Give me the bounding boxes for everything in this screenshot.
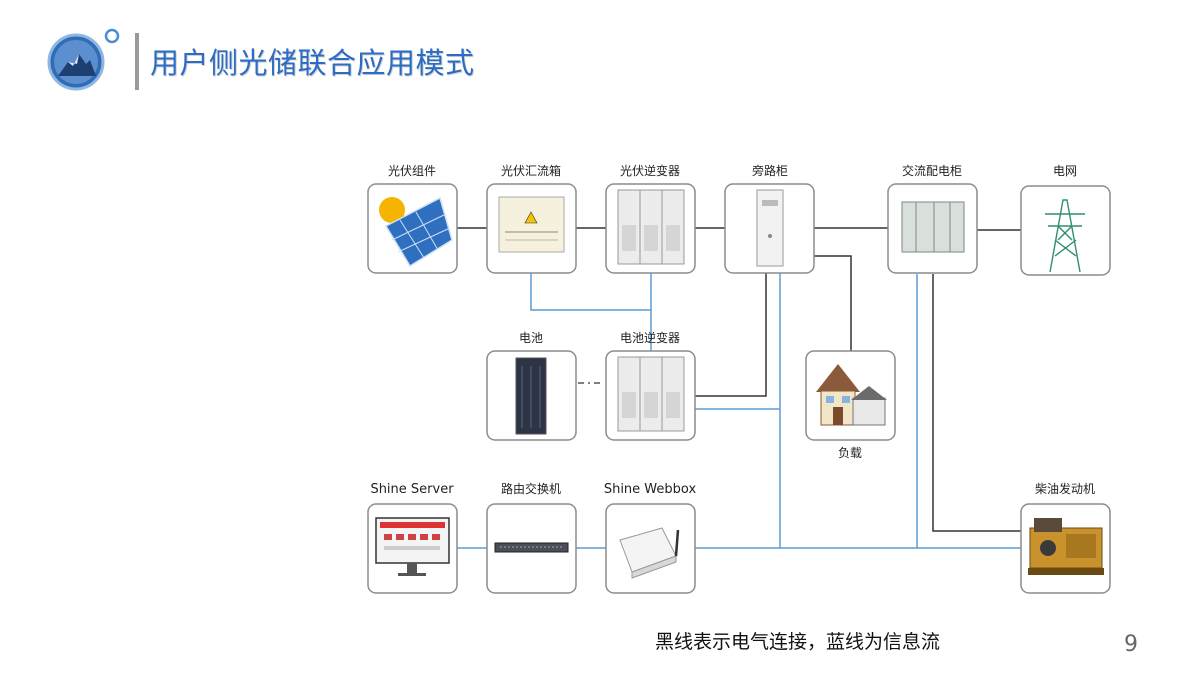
power-tower-icon (1045, 199, 1085, 273)
line-bypass-load (814, 255, 852, 351)
node-ac-cabinet: 交流配电柜 (887, 163, 978, 274)
monitor-icon (375, 517, 450, 576)
combiner-box-icon (498, 196, 565, 253)
line-ac-diesel (932, 274, 1021, 532)
generator-icon (1028, 518, 1104, 575)
house-icon (816, 364, 887, 426)
label-pv-inverter: 光伏逆变器 (620, 163, 680, 178)
label-combiner-box: 光伏汇流箱 (501, 163, 561, 178)
label-bypass-cabinet: 旁路柜 (752, 163, 788, 178)
node-grid: 电网 (1020, 164, 1111, 276)
label-load: 负载 (838, 446, 862, 460)
page-number: 9 (1124, 632, 1138, 657)
info-connections (457, 273, 1021, 549)
line-bypass-batinv (695, 273, 767, 397)
label-battery-inverter: 电池逆变器 (620, 330, 680, 345)
node-shine-server: Shine Server (367, 482, 458, 594)
node-pv-module: 光伏组件 (367, 164, 458, 274)
node-shine-webbox: Shine Webbox (604, 482, 697, 594)
node-battery-inverter: 电池逆变器 (605, 330, 696, 441)
legend-caption: 黑线表示电气连接，蓝线为信息流 (655, 631, 941, 653)
label-shine-webbox: Shine Webbox (604, 482, 697, 497)
label-diesel-generator: 柴油发动机 (1035, 481, 1095, 496)
node-pv-inverter: 光伏逆变器 (605, 163, 696, 274)
page-title: 用户侧光储联合应用模式 (150, 46, 475, 80)
sun-icon (379, 197, 405, 223)
label-battery: 电池 (519, 331, 543, 345)
ac-cabinet-icon (901, 201, 965, 253)
info-combiner-pvinv (530, 273, 651, 311)
node-battery: 电池 (486, 331, 577, 441)
label-ac-cabinet: 交流配电柜 (902, 163, 962, 178)
warning-icon (524, 211, 538, 224)
company-logo (47, 28, 120, 91)
switch-icon (494, 542, 569, 553)
label-grid: 电网 (1053, 164, 1077, 178)
label-pv-module: 光伏组件 (388, 164, 436, 178)
node-router: 路由交换机 (486, 481, 577, 594)
node-bypass-cabinet: 旁路柜 (724, 163, 815, 274)
title-divider (135, 33, 139, 90)
label-router: 路由交换机 (501, 481, 561, 496)
node-combiner-box: 光伏汇流箱 (486, 163, 577, 274)
solar-panel-icon (384, 196, 453, 268)
electrical-connections (457, 227, 1021, 532)
webbox-icon (619, 527, 680, 579)
node-diesel-generator: 柴油发动机 (1020, 481, 1111, 594)
label-shine-server: Shine Server (370, 482, 454, 497)
node-load: 负载 (805, 350, 896, 460)
